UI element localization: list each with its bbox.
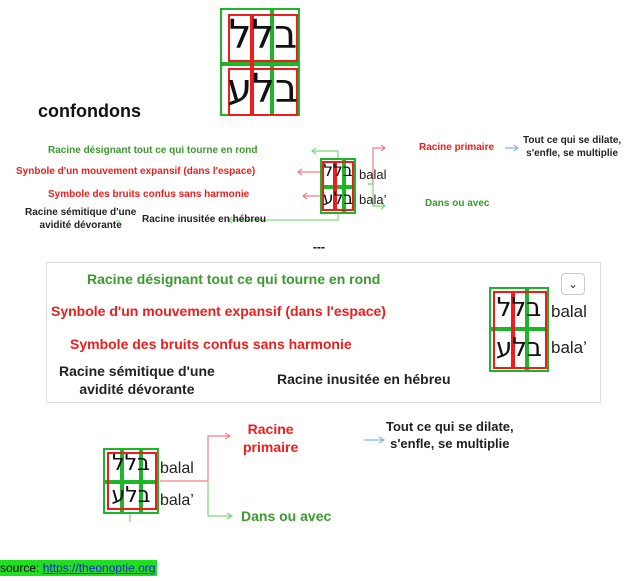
label-inusitee: Racine inusitée en hébreu — [277, 371, 451, 387]
label-dilate: Tout ce qui se dilate, s'enfle, se multi… — [523, 134, 621, 160]
hebrew-row1: בלל — [112, 451, 150, 476]
label-primaire-line2: primaire — [243, 439, 299, 455]
label-bruits: Symbole des bruits confus sans harmonie — [70, 336, 352, 352]
source-credit: source: https://theonoptie.org — [0, 560, 158, 576]
label-semitique: Racine sémitique d'une avidité dévorante — [25, 206, 136, 232]
translit-row1: balal — [551, 302, 587, 321]
label-expansif: Synbole d'un mouvement expansif (dans l'… — [16, 166, 256, 177]
hebrew-row2: בלע — [495, 333, 543, 363]
hebrew-row1: בלל — [228, 12, 298, 58]
translit-row2: bala’ — [551, 338, 587, 357]
label-expansif: Synbole d'un mouvement expansif (dans l'… — [51, 303, 386, 319]
hebrew-grid-panel: בלל בלע — [489, 287, 549, 372]
translit-row1: balal — [359, 167, 387, 182]
label-dilate-line1: Tout ce qui se dilate, — [386, 419, 514, 434]
label-dans: Dans ou avec — [425, 198, 490, 209]
label-semitique-line1: Racine sémitique d'une — [59, 363, 215, 379]
source-link[interactable]: https://theonoptie.org — [42, 561, 156, 575]
hebrew-row1: בלל — [496, 293, 542, 323]
label-dilate: Tout ce qui se dilate, s'enfle, se multi… — [386, 418, 514, 452]
label-semitique-line1: Racine sémitique d'une — [25, 207, 137, 218]
hebrew-grid-bottom: בלל בלע — [103, 448, 159, 514]
diagram-panel — [46, 262, 601, 403]
label-semitique: Racine sémitique d'une avidité dévorante — [59, 362, 215, 398]
label-inusitee: Racine inusitée en hébreu — [142, 214, 266, 225]
translit-row2: bala’ — [160, 492, 194, 509]
label-semitique-line2: avidité dévorante — [39, 220, 122, 231]
label-dilate-line1: Tout ce qui se dilate, — [523, 135, 622, 146]
separator: --- — [313, 240, 325, 254]
label-dans: Dans ou avec — [241, 508, 332, 524]
page-title: confondons — [38, 101, 141, 121]
translit-row1: balal — [160, 460, 194, 477]
chevron-down-icon[interactable]: ⌄ — [561, 273, 585, 295]
translit-row2: bala’ — [359, 192, 387, 207]
source-label: source: — [0, 561, 43, 575]
label-tourne: Racine désignant tout ce qui tourne en r… — [48, 145, 258, 156]
hebrew-row2: בלע — [227, 66, 298, 112]
label-dilate-line2: s'enfle, se multiplie — [526, 148, 619, 159]
label-tourne: Racine désignant tout ce qui tourne en r… — [87, 271, 381, 287]
label-primaire-line1: Racine — [247, 421, 294, 437]
label-bruits: Symbole des bruits confus sans harmonie — [48, 189, 250, 200]
label-dilate-line2: s'enfle, se multiplie — [390, 436, 510, 451]
hebrew-row2: בלע — [111, 483, 151, 508]
label-primaire: Racine primaire — [243, 420, 298, 456]
hebrew-grid-top: בלל בלע — [220, 8, 300, 116]
hebrew-grid-small: בלל בלע — [320, 158, 356, 214]
label-semitique-line2: avidité dévorante — [79, 381, 195, 397]
hebrew-row2: בלע — [322, 189, 354, 209]
hebrew-row1: בלל — [323, 161, 353, 181]
label-primaire: Racine primaire — [419, 142, 495, 153]
